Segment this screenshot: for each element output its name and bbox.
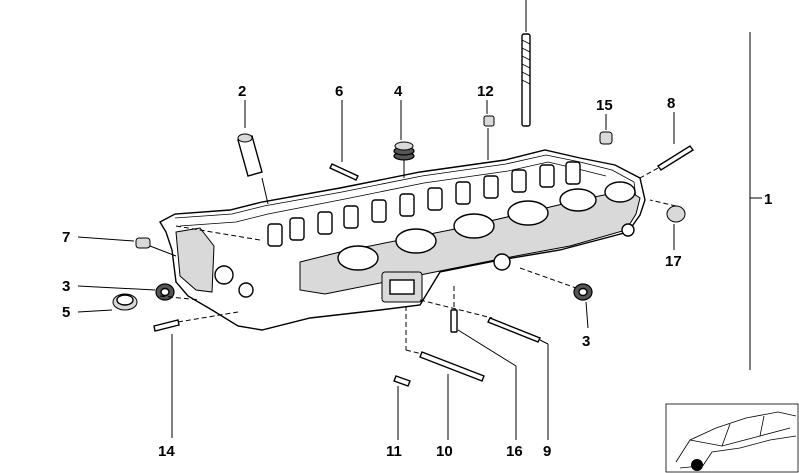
part-8-stud [656,145,695,171]
alignment-lines [159,167,677,355]
part-6-stud [329,163,359,181]
port-openings [337,181,636,271]
part-10-stud [419,351,485,382]
valve-towers [267,161,581,247]
part-12-plug [483,115,495,127]
callout-17: 17 [665,253,682,270]
callout-5: 5 [62,304,70,321]
callout-15: 15 [596,97,613,114]
car-silhouette-icon [665,403,799,473]
part-long-stud [521,33,531,127]
callout-3-left: 3 [62,278,70,295]
callout-2: 2 [238,83,246,100]
callout-3-right: 3 [582,333,590,350]
part-11-pin [393,375,411,387]
part-4-spring [393,141,415,161]
part-3-bushing-right [573,283,593,301]
callout-7: 7 [62,229,70,246]
part-9-stud [487,317,541,343]
part-5-sleeve [112,293,138,311]
part-17-cap [666,205,686,223]
callout-8: 8 [667,95,675,112]
callout-12: 12 [477,83,494,100]
callout-1: 1 [764,191,772,208]
callout-labels: 2 6 4 12 15 8 1 7 17 3 5 3 14 11 10 16 9 [62,83,772,460]
callout-4: 4 [394,83,403,100]
callout-6: 6 [335,83,343,100]
callout-10: 10 [436,443,453,460]
part-2-sleeve [237,133,263,177]
leader-lines [77,0,762,440]
part-14-stud [153,319,180,332]
cylinder-head [159,149,646,331]
callout-11: 11 [386,443,402,460]
part-15-cap [599,131,613,145]
callout-14: 14 [158,443,175,460]
part-16-stud [450,309,458,333]
part-7-plug [135,237,151,249]
callout-16: 16 [506,443,523,460]
callout-9: 9 [543,443,551,460]
